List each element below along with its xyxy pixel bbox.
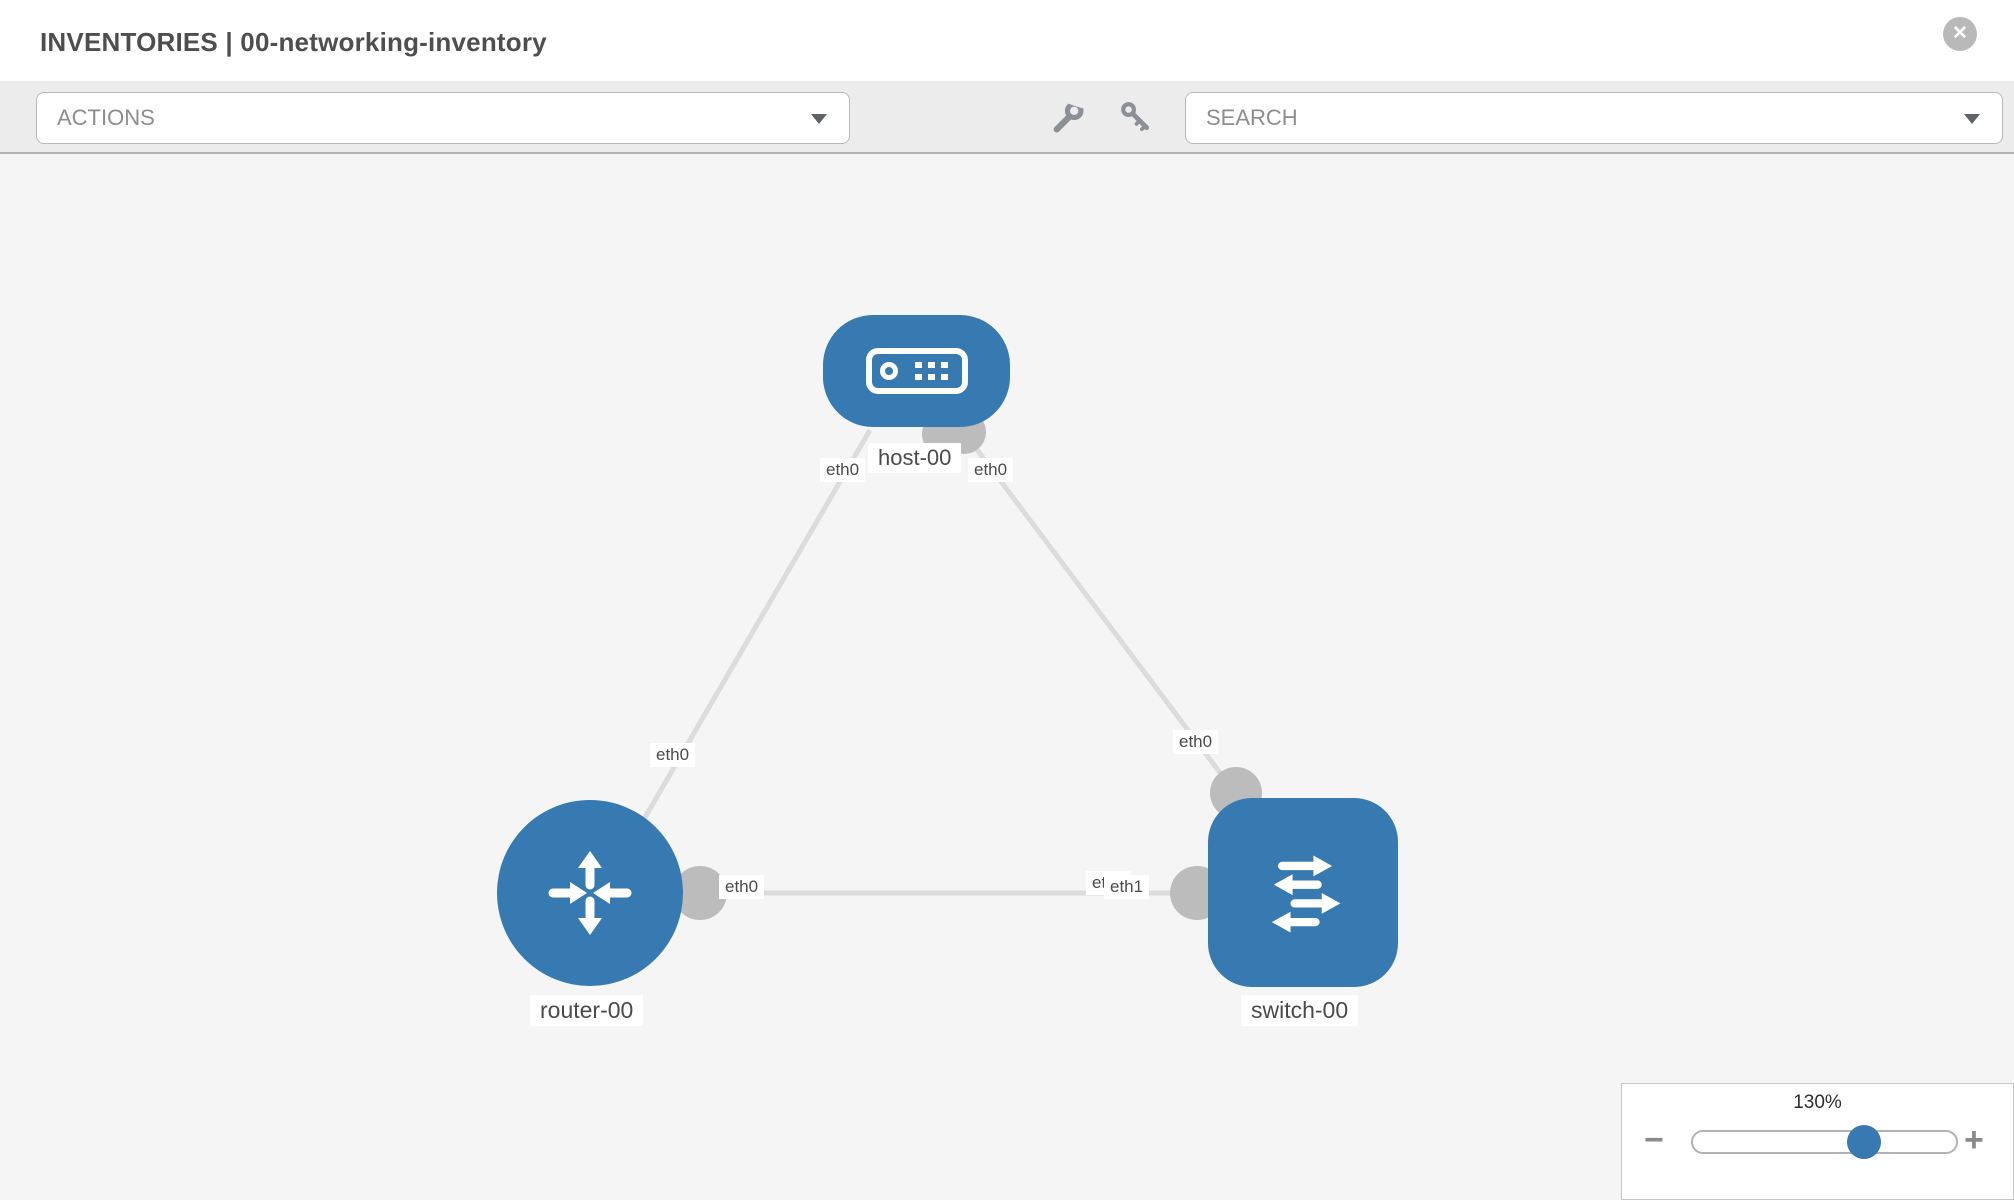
search-dropdown[interactable]: SEARCH [1185, 92, 2003, 144]
zoom-slider[interactable] [1691, 1130, 1958, 1154]
interface-label-host-eth0: eth0 [968, 458, 1014, 482]
toolbar: ACTIONS SEARCH [0, 81, 2014, 154]
close-icon: ✕ [1952, 23, 1968, 44]
link-host-router [601, 428, 873, 890]
wrench-icon [1053, 99, 1086, 133]
zoom-panel: 130% − + [1621, 1083, 2014, 1200]
interface-label-switch-eth1: eth1 [1104, 875, 1150, 899]
close-button[interactable]: ✕ [1943, 17, 1977, 51]
interface-label-router-eth0: eth0 [719, 875, 765, 899]
search-placeholder: SEARCH [1206, 105, 1298, 130]
switch-icon [1271, 855, 1341, 933]
node-router-00[interactable] [497, 800, 683, 986]
credentials-button[interactable] [1108, 89, 1164, 145]
node-label-host-00: host-00 [868, 443, 962, 473]
host-icon [865, 348, 968, 394]
interface-dot [673, 866, 727, 920]
configure-button[interactable] [1040, 89, 1096, 145]
node-label-router-00: router-00 [530, 995, 644, 1026]
zoom-in-button[interactable]: + [1964, 1120, 1984, 1160]
node-host-00[interactable] [823, 315, 1010, 427]
header: INVENTORIES | 00-networking-inventory ✕ [0, 0, 2014, 81]
actions-dropdown[interactable]: ACTIONS [36, 92, 850, 144]
topology-links-layer [601, 410, 1262, 920]
chevron-down-icon [811, 114, 827, 124]
router-icon [548, 851, 632, 935]
zoom-slider-thumb[interactable] [1847, 1125, 1881, 1159]
page-title: INVENTORIES | 00-networking-inventory [40, 27, 547, 57]
chevron-down-icon [1964, 114, 1980, 124]
interface-label-host-eth0: eth0 [820, 458, 866, 482]
plus-icon: + [1964, 1121, 1984, 1159]
topology-canvas[interactable]: host-00 router-00 switch-00 eth0 eth0 et… [0, 154, 2014, 1200]
zoom-level-value: 130% [1793, 1092, 1842, 1113]
minus-icon: − [1644, 1121, 1664, 1159]
key-icon [1121, 102, 1150, 132]
actions-dropdown-label: ACTIONS [57, 105, 155, 130]
interface-label-router-eth0: eth0 [650, 743, 696, 767]
interface-label-switch-eth0: eth0 [1173, 730, 1219, 754]
node-label-switch-00: switch-00 [1241, 995, 1359, 1026]
node-switch-00[interactable] [1208, 798, 1398, 987]
zoom-out-button[interactable]: − [1644, 1120, 1664, 1160]
